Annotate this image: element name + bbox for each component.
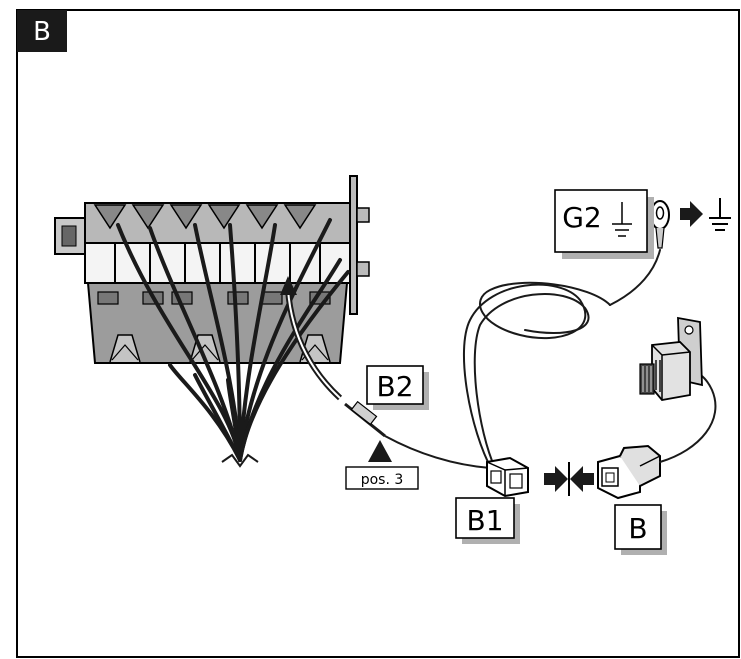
diagram-frame <box>16 9 740 658</box>
g2-label-box: G2 <box>554 189 654 259</box>
g2-label: G2 <box>562 201 602 234</box>
fuse-box <box>54 175 370 364</box>
b-label: B <box>628 512 647 545</box>
b1-connector <box>486 456 529 498</box>
section-tab: B <box>17 10 67 52</box>
b-label-box: B <box>614 504 667 555</box>
buzzer <box>639 316 703 401</box>
ground-symbol-icon <box>612 202 632 237</box>
arrow-left-icon <box>570 466 594 492</box>
arrow-right-icon <box>680 201 703 227</box>
pos-callout: pos. 3 <box>345 440 419 490</box>
arrow-right-icon <box>544 466 568 492</box>
connect-arrows <box>544 462 594 496</box>
ground-wire-coil <box>463 249 661 471</box>
b1-label: B1 <box>466 504 503 537</box>
b2-terminal <box>344 400 491 469</box>
b1-label-box: B1 <box>455 497 520 544</box>
b2-label-box: B2 <box>366 365 429 410</box>
insertion-arrow <box>280 276 343 401</box>
b-connector <box>597 444 661 500</box>
b2-label: B2 <box>376 370 413 403</box>
pos-label: pos. 3 <box>361 472 404 488</box>
ground-symbol-icon <box>709 198 731 231</box>
section-label: B <box>33 17 51 47</box>
wire-harness <box>116 218 350 468</box>
